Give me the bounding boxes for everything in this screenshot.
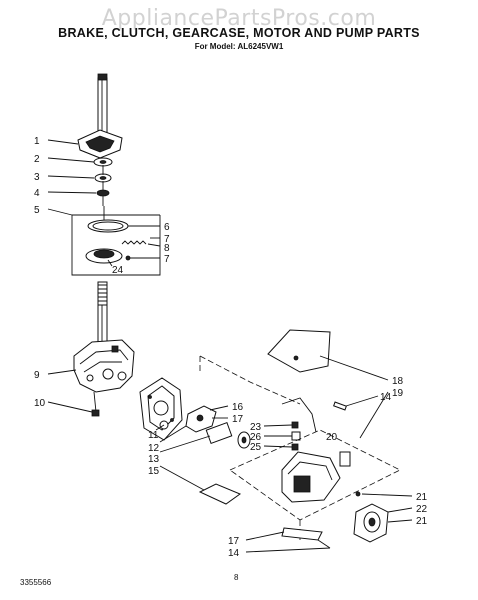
callout-8: 8 xyxy=(164,243,170,254)
part-23-26-fasteners xyxy=(291,421,301,451)
callout-14-lower: 14 xyxy=(228,548,240,559)
callout-7-lower: 7 xyxy=(164,254,170,265)
part-4-ring xyxy=(96,189,110,197)
callout-11: 11 xyxy=(148,430,159,441)
part-16-coupler xyxy=(185,405,217,433)
part-1-brake-cam xyxy=(77,129,123,159)
callout-16: 16 xyxy=(232,402,244,413)
lower-shaft xyxy=(97,281,108,348)
callout-17-upper: 17 xyxy=(232,414,244,425)
part-20-motor xyxy=(281,451,351,503)
brake-assembly-box xyxy=(71,206,161,276)
model-subtitle: For Model: AL6245VW1 xyxy=(194,42,284,51)
part-11-12-gasket-plate xyxy=(139,377,183,441)
callout-25: 25 xyxy=(250,442,262,453)
callout-5: 5 xyxy=(34,205,40,216)
callout-9: 9 xyxy=(34,370,40,381)
callout-13: 13 xyxy=(148,454,160,465)
callout-1: 1 xyxy=(34,136,40,147)
part-2-washer xyxy=(93,157,113,167)
callout-3: 3 xyxy=(34,172,40,183)
part-21-22-pump xyxy=(353,491,389,543)
part-14-clip xyxy=(333,401,347,411)
footer-code: 3355566 xyxy=(20,578,52,587)
callout-12: 12 xyxy=(148,443,160,454)
callout-6: 6 xyxy=(164,222,170,233)
callout-26: 26 xyxy=(250,432,262,443)
callout-15: 15 xyxy=(148,466,160,477)
watermark: AppliancePartsPros.com xyxy=(101,6,377,31)
callout-21-upper: 21 xyxy=(416,492,428,503)
callout-14-upper: 14 xyxy=(380,392,392,403)
leader-lines xyxy=(47,139,413,553)
footer-page-number: 8 xyxy=(234,573,239,582)
callout-4: 4 xyxy=(34,188,40,199)
callout-18: 18 xyxy=(392,376,404,387)
callout-10: 10 xyxy=(34,398,46,409)
diagram-title: BRAKE, CLUTCH, GEARCASE, MOTOR AND PUMP … xyxy=(58,26,420,40)
callout-2: 2 xyxy=(34,154,40,165)
callout-21-lower: 21 xyxy=(416,516,428,527)
callout-22: 22 xyxy=(416,504,428,515)
callout-23: 23 xyxy=(250,422,262,433)
agitator-shaft xyxy=(97,73,108,139)
part-10-screw xyxy=(91,391,100,417)
part-3-washer xyxy=(94,173,112,183)
callout-17-lower: 17 xyxy=(228,536,240,547)
part-18-shield xyxy=(267,329,331,373)
callout-19: 19 xyxy=(392,388,404,399)
part-17-wire xyxy=(281,397,317,433)
part-15-pad xyxy=(198,483,242,505)
part-13-pulley-block xyxy=(205,422,251,449)
part-9-gearcase xyxy=(73,339,135,393)
callout-7-upper: 7 xyxy=(164,234,170,245)
callout-24: 24 xyxy=(112,265,124,276)
part-17-14-bottom-bracket xyxy=(281,527,331,549)
callout-20: 20 xyxy=(326,432,338,443)
